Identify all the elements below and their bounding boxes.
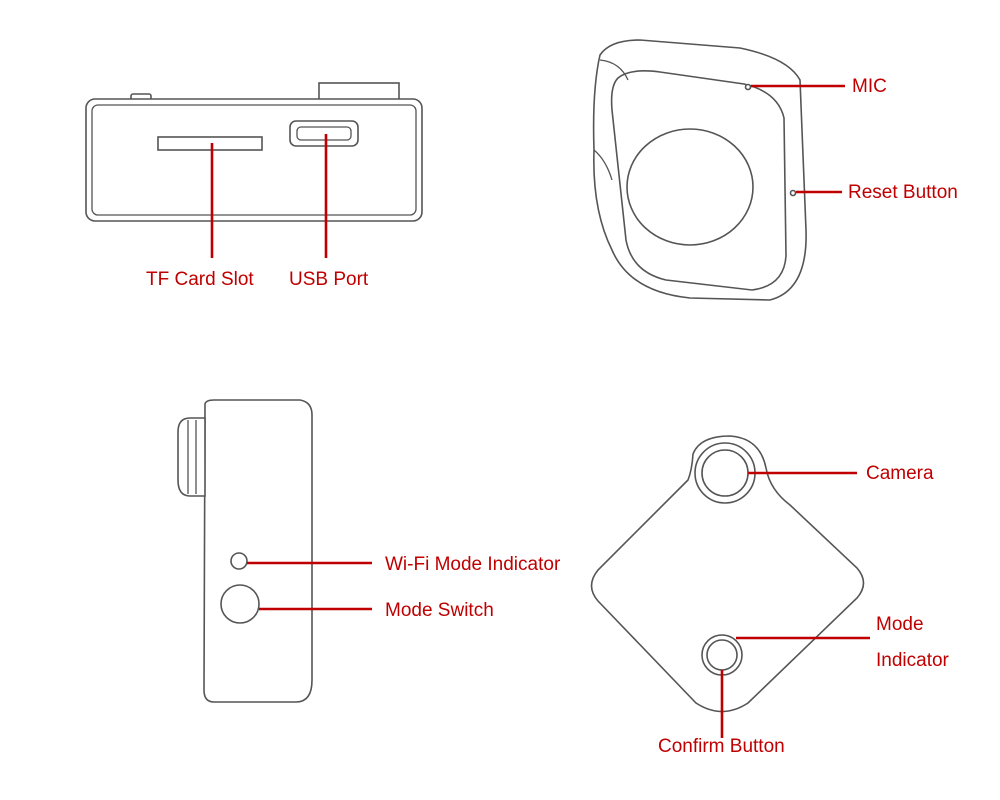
camera-lens-inner [701,449,749,497]
bottom-view [85,82,423,258]
bottom-body-inner [91,104,417,216]
tf-card-slot-shape [157,136,263,151]
usb-port-inner [296,126,352,141]
wifi-indicator-shape [230,552,248,570]
mode-switch-shape [220,584,260,624]
back-angle-view [592,39,845,301]
bottom-body-outer [85,98,423,222]
mode-switch-label: Mode Switch [385,600,494,621]
side-lens-barrel [177,417,206,497]
camera-label: Camera [866,463,934,484]
front-view [590,435,870,738]
side-view [177,399,372,703]
front-body [590,435,865,713]
mode-indicator-label-line1: Mode [876,614,924,635]
mode-indicator-label-line2: Indicator [876,650,949,671]
mic-label: MIC [852,76,887,97]
side-lens-detail [187,420,197,494]
wifi-mode-indicator-label: Wi-Fi Mode Indicator [385,554,561,575]
usb-port-outer [289,120,359,147]
reset-hole [789,189,797,197]
side-body [203,399,313,703]
usb-port-label: USB Port [289,269,369,290]
confirm-button-label: Confirm Button [658,736,785,757]
mic-hole [744,83,752,91]
back-lens-ring [626,128,754,246]
reset-button-label: Reset Button [848,182,958,203]
confirm-button-inner [706,639,738,671]
tf-card-slot-label: TF Card Slot [146,269,254,290]
back-body-edge [593,59,629,181]
